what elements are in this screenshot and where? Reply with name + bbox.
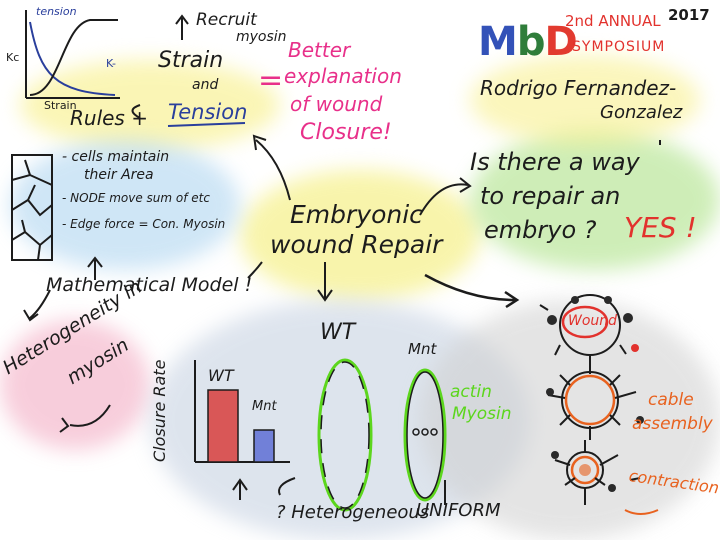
bar-mnt: [253, 429, 275, 463]
year-label: 2017: [668, 6, 710, 24]
logo-m: M: [478, 19, 518, 65]
equals-sign: =: [258, 63, 284, 98]
pink-wash-left: [0, 320, 150, 450]
recruit-label: Recruit: [196, 10, 257, 30]
speaker-last: Gonzalez: [600, 102, 683, 123]
logo: MbD: [478, 19, 578, 65]
model-bullet-4: - Edge force = Con. Myosin: [62, 217, 226, 231]
symposium-label: SYMPOSIUM: [572, 39, 666, 55]
wt-oval: [317, 358, 373, 512]
mnt-oval: [403, 368, 447, 502]
uniform-label: UNIFORM: [416, 500, 501, 521]
cable-label-2: assembly: [632, 414, 713, 434]
better-line-3: of wound: [290, 92, 383, 116]
logo-b: b: [516, 19, 546, 65]
better-line-4: Closure!: [300, 120, 392, 145]
graph-ylabel: Kc: [6, 51, 20, 64]
model-label: Mathematical Model !: [46, 274, 253, 296]
center-line-1: Embryonic: [290, 200, 423, 229]
green-wash: [470, 130, 720, 270]
chart-bar-mnt-label: Mnt: [252, 399, 277, 414]
center-line-2: wound Repair: [270, 230, 443, 259]
better-line-1: Better: [288, 38, 351, 62]
ring-icon: [539, 294, 659, 515]
wound-label: Wound: [568, 313, 618, 329]
tension-graph: [25, 10, 120, 99]
yellow-wash-name: [470, 55, 700, 145]
closure-rate-chart: [194, 360, 290, 463]
graph-xlabel: Strain: [44, 99, 77, 112]
annual-label: 2nd ANNUAL: [565, 12, 661, 30]
question-line-1: Is there a way: [470, 148, 640, 176]
cable-label-1: cable: [648, 390, 694, 410]
blue-wash-left: [10, 140, 240, 270]
better-line-2: explanation: [284, 64, 402, 88]
strain-label: Strain: [158, 48, 224, 73]
bar-wt: [207, 389, 239, 463]
oval-mnt-label: Mnt: [408, 340, 437, 358]
question-line-2: to repair an: [480, 182, 621, 210]
question-line-3: embryo ?: [484, 216, 597, 244]
question-answer: YES !: [624, 211, 697, 244]
model-bullet-1: - cells maintain: [62, 149, 170, 165]
tension-label: Tension: [168, 100, 248, 124]
arrow-icon: [23, 14, 520, 505]
chart-ylabel: Closure Rate: [150, 359, 169, 462]
graph-k-label: K-: [106, 57, 117, 70]
myosin-label: myosin: [236, 29, 287, 45]
actin-label: actin: [450, 382, 492, 402]
rules-label: Rules +: [70, 106, 148, 130]
and-label: and: [192, 77, 219, 93]
myosin-green-label: Myosin: [452, 404, 512, 424]
heterogeneous-label: ? Heterogeneous: [276, 502, 430, 523]
graph-title: tension: [36, 5, 77, 18]
yellow-wash-top: [20, 60, 280, 150]
model-bullet-3: - NODE move sum of etc: [62, 191, 210, 205]
speaker-first: Rodrigo Fernandez-: [480, 76, 677, 100]
oval-wt-label: WT: [320, 320, 356, 345]
chart-bar-wt-label: WT: [208, 366, 234, 385]
model-bullet-2: their Area: [84, 167, 154, 183]
logo-d: D: [544, 19, 577, 65]
cell-diagram-icon: [11, 154, 53, 261]
